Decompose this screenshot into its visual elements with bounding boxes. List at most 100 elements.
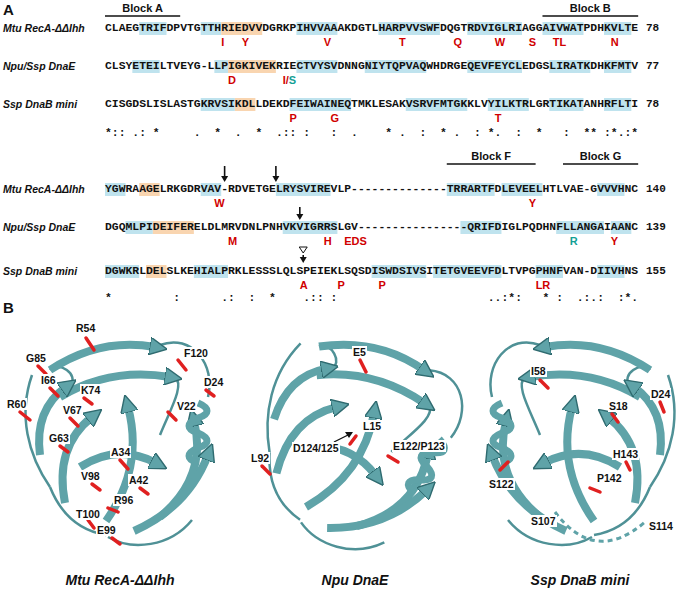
residue-number: 140	[646, 183, 666, 195]
residue-label: D124/125	[292, 442, 340, 454]
residue-label: I58	[530, 365, 547, 377]
mutation-label: I/	[283, 74, 289, 86]
residue-label: K74	[80, 384, 101, 396]
sequence-row: DGWKRLDELSLKEHIALPRKLESSSLQLSPEIEKLSQSDI…	[105, 265, 638, 277]
residue-label: D24	[203, 376, 224, 388]
sequence-name: Ssp DnaB mini	[3, 265, 77, 277]
mutation-label: TL	[553, 36, 566, 48]
cleavage-arrow	[275, 166, 277, 177]
sequence-name: Npu/Ssp DnaE	[3, 221, 75, 233]
residue-label: R60	[6, 398, 27, 410]
residue-label: A42	[128, 474, 149, 486]
mutation-label: EDS	[344, 235, 367, 247]
dashed-loop	[555, 512, 645, 541]
ribbon-ssp	[490, 342, 674, 544]
mutation-label: Y	[242, 36, 249, 48]
residue-label: L92	[250, 452, 270, 464]
mutation-label: D	[228, 74, 236, 86]
mutation-label: P	[290, 112, 297, 124]
open-triangle	[299, 247, 307, 253]
mutation-label: M	[228, 235, 237, 247]
residue-number: 77	[646, 60, 659, 72]
ribbon-mtu	[26, 342, 210, 544]
residue-number: 78	[646, 22, 659, 34]
residue-label: I66	[40, 374, 57, 386]
block-bar	[542, 15, 638, 17]
mutation-label: Y	[529, 197, 536, 209]
mutation-label: A	[300, 279, 308, 291]
mutation-label: W	[495, 36, 505, 48]
block-bar	[105, 15, 180, 17]
block-label: Block F	[471, 150, 511, 162]
residue-label: L15	[362, 420, 382, 432]
mutation-label: G	[331, 112, 340, 124]
residue-label: S18	[608, 400, 629, 412]
residue-number: 78	[646, 98, 659, 110]
block-bar	[563, 163, 638, 165]
residue-label: G63	[48, 432, 70, 444]
mutation-label: S	[289, 74, 296, 86]
panel-letter: B	[3, 300, 14, 316]
block-bar	[447, 163, 536, 165]
arrow-head	[300, 257, 307, 263]
residue-label: S122	[488, 478, 515, 490]
mutation-label: N	[611, 36, 619, 48]
mutation-label: I	[221, 36, 224, 48]
structure-caption: Mtu RecA-ΔΔIhh	[65, 572, 174, 588]
pointer-head	[345, 432, 353, 438]
sequence-row: YGWRAAGELRKGDRVAV-RDVETGELRYSVIREVLP----…	[105, 183, 638, 195]
residue-label: G85	[25, 352, 47, 364]
block-label: Block A	[122, 2, 163, 14]
residue-label: V22	[176, 400, 197, 412]
residue-label: R54	[75, 322, 96, 334]
mutation-label: LR	[536, 279, 551, 291]
structure-caption: Npu DnaE	[322, 572, 389, 588]
residue-label: E99	[96, 524, 117, 536]
cleavage-arrow	[224, 166, 226, 177]
ribbon-npu	[223, 311, 475, 572]
residue-label: F120	[183, 347, 209, 359]
residue-label: H143	[612, 448, 639, 460]
sequence-name: Mtu RecA-ΔΔIhh	[3, 183, 85, 195]
residue-label: D24	[650, 388, 671, 400]
block-label: Block G	[580, 150, 622, 162]
mutation-label: P	[378, 279, 385, 291]
conservation-row: * : .: : * .:: : ..:*: * : .:.: :*.	[105, 292, 638, 304]
residue-label: S114	[648, 520, 674, 532]
residue-label: S107	[530, 515, 557, 527]
arrow-head	[296, 214, 303, 220]
residue-label: T100	[75, 508, 101, 520]
arrow-head	[272, 176, 279, 182]
arrow-head	[221, 176, 228, 182]
panel-letter: A	[3, 2, 14, 18]
residue-label: P142	[596, 472, 623, 484]
mutation-label: R	[570, 235, 578, 247]
residue-number: 155	[646, 265, 666, 277]
sequence-name: Mtu RecA-ΔΔIhh	[3, 22, 85, 34]
mutation-label: P	[337, 279, 344, 291]
mutation-label: Q	[454, 36, 463, 48]
residue-sticks	[20, 338, 664, 544]
mutation-label: S	[529, 36, 536, 48]
sequence-name: Npu/Ssp DnaE	[3, 60, 75, 72]
residue-label: E5	[352, 346, 367, 358]
mutation-label: H	[324, 235, 332, 247]
residue-label: A34	[110, 446, 131, 458]
structure-caption: Ssp DnaB mini	[531, 572, 630, 588]
conservation-row: *:: .: * . * . * .:: : : . * . : * . : *…	[105, 127, 638, 139]
mutation-label: W	[214, 197, 224, 209]
residue-label: V98	[80, 470, 101, 482]
sequence-row: CLAEGTRIFDPVTGTTHRIEDVVDGRKPIHVVAAAKDGTL…	[105, 22, 638, 34]
mutation-label: T	[495, 112, 502, 124]
sequence-row: CLSYETEILTVEYG-LLPIGKIVEKRIECTVYSVDNNGNI…	[105, 60, 638, 72]
mutation-label: Y	[611, 235, 618, 247]
sequence-name: Ssp DnaB mini	[3, 98, 77, 110]
residue-number: 139	[646, 221, 666, 233]
mutation-label: V	[324, 36, 331, 48]
block-label: Block B	[570, 2, 611, 14]
cleavage-arrow	[299, 207, 301, 215]
sequence-row: DGQMLPIDEIFERELDLMRVDNLPNHVKVIGRRSLGV---…	[105, 221, 638, 233]
sequence-row: CISGDSLISLASTGKRVSIKDLLDEKDFEIWAINEQTMKL…	[105, 98, 638, 110]
residue-label: E122/P123	[392, 440, 446, 452]
